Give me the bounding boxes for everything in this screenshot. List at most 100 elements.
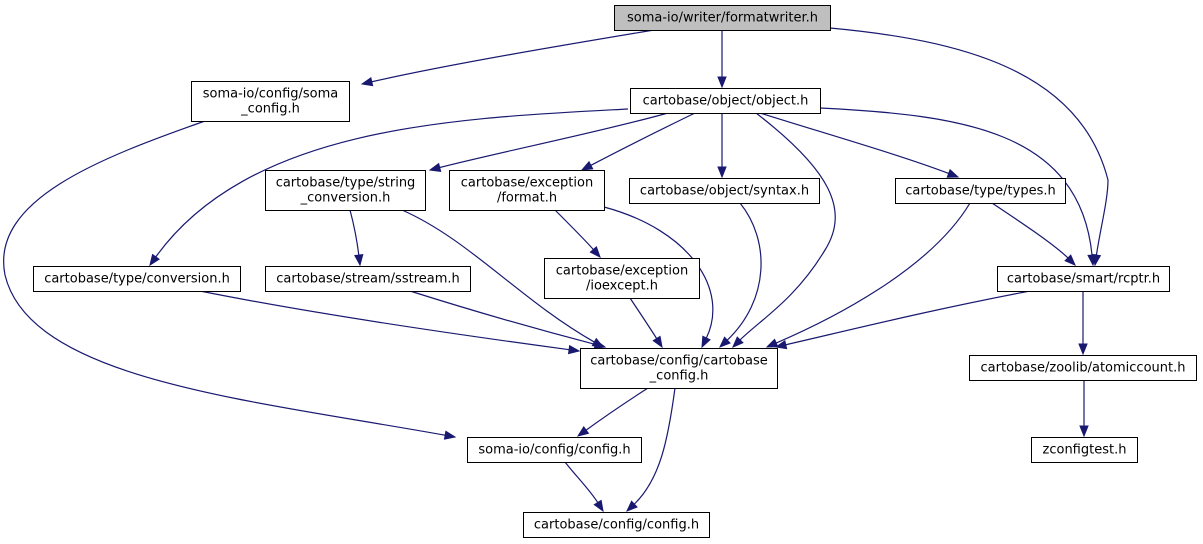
node-object[interactable]: cartobase/object/object.h xyxy=(630,88,821,114)
node-conversion-box xyxy=(33,266,241,292)
node-conversion[interactable]: cartobase/type/conversion.h xyxy=(33,266,241,292)
edge-somaio-config-to-cartobase-configh xyxy=(564,461,599,504)
node-cartobase-config-label-2: _config.h xyxy=(649,369,709,384)
node-zconfigtest[interactable]: zconfigtest.h xyxy=(1031,437,1138,463)
node-somaio-config[interactable]: soma-io/config/config.h xyxy=(467,437,642,463)
edge-object-to-syntax-arrowhead xyxy=(717,166,727,179)
node-soma-config[interactable]: soma-io/config/soma_config.h xyxy=(191,81,350,122)
node-syntax-label-1: cartobase/object/syntax.h xyxy=(640,184,809,199)
edge-conversion-to-cartobase-config xyxy=(199,290,571,351)
edge-formatwriter-to-object-arrowhead xyxy=(717,76,727,89)
node-sstream-label-1: cartobase/stream/sstream.h xyxy=(276,272,460,287)
node-syntax[interactable]: cartobase/object/syntax.h xyxy=(629,178,820,204)
node-syntax-box xyxy=(629,178,820,204)
edge-atomiccount-to-zconfigtest-arrowhead xyxy=(1079,425,1089,438)
node-ioexcept-label-1: cartobase/exception xyxy=(556,264,688,279)
edge-types-to-cartobase-config-arrowhead xyxy=(765,338,779,348)
node-soma-config-box xyxy=(191,81,350,122)
edge-object-to-rcptr-arrowhead xyxy=(1087,254,1097,267)
edge-sstream-to-cartobase-config xyxy=(409,290,597,346)
edge-rcptr-to-cartobase-config xyxy=(784,290,1031,346)
node-exception-format-box xyxy=(449,170,605,211)
edge-types-to-cartobase-config xyxy=(775,202,971,345)
node-somaio-config-label-1: soma-io/config/config.h xyxy=(478,443,630,458)
edge-formatwriter-to-soma-config xyxy=(370,29,655,83)
edge-object-to-string-conversion-arrowhead xyxy=(428,162,442,172)
edge-types-to-rcptr xyxy=(991,202,1070,260)
edge-formatwriter-to-rcptr xyxy=(829,27,1109,257)
edge-object-to-exception-format xyxy=(589,112,696,167)
node-formatwriter-label-1: soma-io/writer/formatwriter.h xyxy=(627,11,818,26)
edge-soma-config-to-somaio-config-arrowhead xyxy=(443,430,457,440)
edge-formatwriter-to-soma-config-arrowhead xyxy=(360,77,374,87)
edge-object-to-cartobase-config xyxy=(738,112,836,342)
node-ioexcept[interactable]: cartobase/exception/ioexcept.h xyxy=(544,258,700,299)
node-formatwriter[interactable]: soma-io/writer/formatwriter.h xyxy=(614,5,831,31)
edge-exception-format-to-cartobase-config-arrowhead xyxy=(701,335,711,349)
node-cartobase-configh[interactable]: cartobase/config/config.h xyxy=(523,512,710,538)
edge-object-to-rcptr xyxy=(819,107,1093,257)
node-rcptr-label-1: cartobase/smart/rcptr.h xyxy=(1007,272,1160,287)
node-atomiccount[interactable]: cartobase/zoolib/atomiccount.h xyxy=(969,355,1197,381)
node-ioexcept-box xyxy=(544,258,700,299)
edge-object-to-conversion-arrowhead xyxy=(149,253,160,267)
node-types-label-1: cartobase/type/types.h xyxy=(905,184,1055,199)
node-rcptr[interactable]: cartobase/smart/rcptr.h xyxy=(997,266,1170,292)
node-conversion-label-1: cartobase/type/conversion.h xyxy=(44,272,230,287)
node-string-conversion-label-2: _conversion.h xyxy=(300,191,391,206)
node-types-box xyxy=(895,178,1066,204)
node-string-conversion[interactable]: cartobase/type/string_conversion.h xyxy=(265,170,426,211)
edge-object-to-exception-format-arrowhead xyxy=(580,160,594,171)
edge-object-to-conversion xyxy=(154,108,629,259)
graph-edges xyxy=(3,27,1109,513)
edge-cartobase-config-to-cartobase-configh-arrowhead xyxy=(626,500,638,512)
node-cartobase-configh-label-1: cartobase/config/config.h xyxy=(534,518,699,533)
edge-string-conversion-to-sstream-arrowhead xyxy=(354,254,364,267)
node-exception-format-label-1: cartobase/exception xyxy=(461,176,593,191)
edge-syntax-to-cartobase-config-arrowhead xyxy=(719,336,731,348)
edge-exception-format-to-ioexcept-arrowhead xyxy=(589,245,601,259)
edge-exception-format-to-ioexcept xyxy=(554,209,595,251)
edge-cartobase-config-to-cartobase-configh xyxy=(633,387,676,506)
node-zconfigtest-label-1: zconfigtest.h xyxy=(1043,443,1127,458)
edge-object-to-string-conversion xyxy=(438,112,669,169)
edge-syntax-to-cartobase-config xyxy=(726,202,762,342)
node-ioexcept-label-2: /ioexcept.h xyxy=(586,279,658,294)
edge-cartobase-config-to-somaio-config xyxy=(584,387,649,432)
edge-ioexcept-to-cartobase-config-arrowhead xyxy=(652,335,663,349)
node-cartobase-config-box xyxy=(580,348,778,389)
node-string-conversion-label-1: cartobase/type/string xyxy=(276,176,416,191)
edge-cartobase-config-to-somaio-config-arrowhead xyxy=(576,425,590,437)
edge-string-conversion-to-sstream xyxy=(349,209,360,257)
node-sstream[interactable]: cartobase/stream/sstream.h xyxy=(265,266,471,292)
node-exception-format-label-2: /format.h xyxy=(497,191,557,206)
node-types[interactable]: cartobase/type/types.h xyxy=(895,178,1066,204)
edge-sstream-to-cartobase-config-arrowhead xyxy=(593,339,607,349)
node-cartobase-configh-box xyxy=(523,512,710,538)
edge-rcptr-to-cartobase-config-arrowhead xyxy=(774,340,788,350)
edge-types-to-rcptr-arrowhead xyxy=(1064,254,1076,266)
edge-object-to-types-arrowhead xyxy=(946,168,960,178)
edge-rcptr-to-atomiccount-arrowhead xyxy=(1078,343,1088,356)
edge-somaio-config-to-cartobase-configh-arrowhead xyxy=(593,499,604,513)
node-object-label-1: cartobase/object/object.h xyxy=(643,94,809,109)
graph-nodes: soma-io/writer/formatwriter.h soma-io/con… xyxy=(33,5,1197,538)
edge-object-to-types xyxy=(759,112,950,175)
node-rcptr-box xyxy=(997,266,1170,292)
node-formatwriter-box xyxy=(614,5,831,31)
node-cartobase-config-label-1: cartobase/config/cartobase xyxy=(590,354,768,369)
node-object-box xyxy=(630,88,821,114)
node-cartobase-config[interactable]: cartobase/config/cartobase_config.h xyxy=(580,348,778,389)
edge-conversion-to-cartobase-config-arrowhead xyxy=(567,344,581,355)
node-zconfigtest-box xyxy=(1031,437,1138,463)
node-exception-format[interactable]: cartobase/exception/format.h xyxy=(449,170,605,211)
node-string-conversion-box xyxy=(265,170,426,211)
edge-object-to-cartobase-config-arrowhead xyxy=(732,336,744,348)
edge-string-conversion-to-cartobase-config xyxy=(401,209,596,344)
edge-soma-config-to-somaio-config xyxy=(3,120,447,436)
node-somaio-config-box xyxy=(467,437,642,463)
node-soma-config-label-1: soma-io/config/soma xyxy=(203,87,339,102)
edge-ioexcept-to-cartobase-config xyxy=(629,297,658,340)
node-atomiccount-label-1: cartobase/zoolib/atomiccount.h xyxy=(981,361,1186,376)
